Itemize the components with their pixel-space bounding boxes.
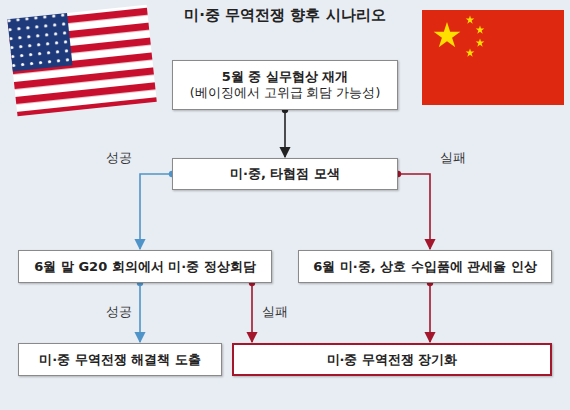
box-text: 6월 말 G20 회의에서 미·중 정상회담: [34, 258, 255, 276]
connector-arrow: [429, 283, 431, 342]
process-box: 6월 말 G20 회의에서 미·중 정상회담: [18, 250, 272, 283]
connector-arrow: [251, 283, 253, 342]
box-text: 미·중, 타협점 모색: [230, 165, 340, 183]
connector-arrow: [284, 110, 286, 157]
connector-arrow: [140, 174, 172, 249]
branch-label: 성공: [104, 150, 134, 167]
process-box: 5월 중 실무협상 재개(베이징에서 고위급 회담 가능성): [172, 60, 398, 110]
box-text: (베이징에서 고위급 회담 가능성): [190, 85, 381, 102]
connector-arrow: [398, 174, 430, 249]
process-box: 미·중 무역전쟁 해결책 도출: [18, 343, 222, 376]
branch-label: 성공: [104, 304, 134, 321]
box-text: 미·중 무역전쟁 장기화: [327, 351, 458, 369]
us-flag-stripes: [7, 5, 156, 117]
us-flag-stars: [7, 13, 72, 71]
us-flag-canton: [7, 13, 72, 71]
china-flag-star: [466, 49, 475, 57]
box-text: 5월 중 실무협상 재개: [222, 68, 349, 86]
diagram-title: 미·중 무역전쟁 향후 시나리오: [0, 6, 570, 25]
us-flag: [7, 5, 156, 117]
process-box: 미·중 무역전쟁 장기화: [232, 343, 552, 376]
china-flag: [422, 10, 564, 105]
box-text: 미·중 무역전쟁 해결책 도출: [39, 351, 201, 369]
china-flag-star: [476, 26, 485, 34]
china-flag-star: [476, 39, 485, 47]
branch-label: 실패: [260, 304, 290, 321]
process-box: 미·중, 타협점 모색: [172, 158, 398, 190]
process-box: 6월 미·중, 상호 수입품에 관세율 인상: [298, 250, 552, 283]
box-text: 6월 미·중, 상호 수입품에 관세율 인상: [313, 258, 537, 276]
connector-arrow: [139, 283, 141, 342]
china-flag-star: [466, 16, 475, 24]
china-flag-field: [422, 10, 564, 105]
china-flag-star: [434, 22, 461, 47]
branch-label: 실패: [438, 150, 468, 167]
